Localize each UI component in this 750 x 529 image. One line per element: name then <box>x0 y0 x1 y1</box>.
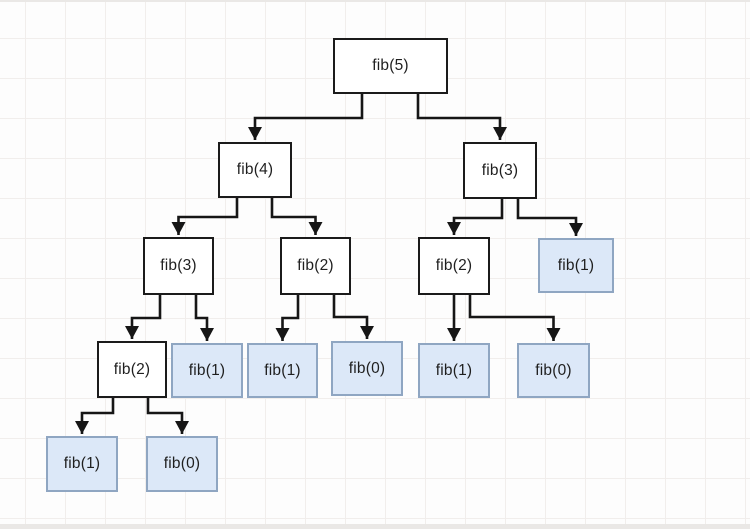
tree-node-n14[interactable]: fib(1) <box>46 436 118 492</box>
edge-n4-n9 <box>194 293 214 341</box>
tree-node-n2[interactable]: fib(4) <box>218 142 292 198</box>
edge-n1-n3 <box>416 92 507 140</box>
canvas-top-edge <box>0 0 750 2</box>
edge-n5-n10 <box>275 293 300 341</box>
tree-node-n10[interactable]: fib(1) <box>247 343 318 398</box>
tree-node-n13[interactable]: fib(0) <box>517 343 590 398</box>
tree-node-n15[interactable]: fib(0) <box>146 436 218 492</box>
edge-n8-n14 <box>75 396 115 434</box>
tree-node-n6[interactable]: fib(2) <box>418 237 490 295</box>
edge-n4-n8 <box>125 293 162 339</box>
tree-node-n9[interactable]: fib(1) <box>171 343 243 398</box>
edge-n8-n15 <box>146 396 189 434</box>
edge-n6-n13 <box>468 293 561 341</box>
edge-n3-n7 <box>516 197 583 236</box>
edge-n5-n11 <box>332 293 374 339</box>
canvas-bottom-edge <box>0 524 750 529</box>
tree-node-n8[interactable]: fib(2) <box>97 341 167 398</box>
tree-node-n12[interactable]: fib(1) <box>418 343 490 398</box>
tree-node-n1[interactable]: fib(5) <box>333 38 448 94</box>
tree-node-n4[interactable]: fib(3) <box>143 237 214 295</box>
edge-n1-n2 <box>248 92 364 140</box>
tree-node-n11[interactable]: fib(0) <box>331 341 403 396</box>
edge-n3-n6 <box>447 197 504 235</box>
edge-n2-n5 <box>270 196 323 235</box>
tree-node-n3[interactable]: fib(3) <box>463 142 537 199</box>
edge-n2-n4 <box>171 196 239 235</box>
tree-node-n5[interactable]: fib(2) <box>280 237 351 295</box>
tree-node-n7[interactable]: fib(1) <box>538 238 614 293</box>
